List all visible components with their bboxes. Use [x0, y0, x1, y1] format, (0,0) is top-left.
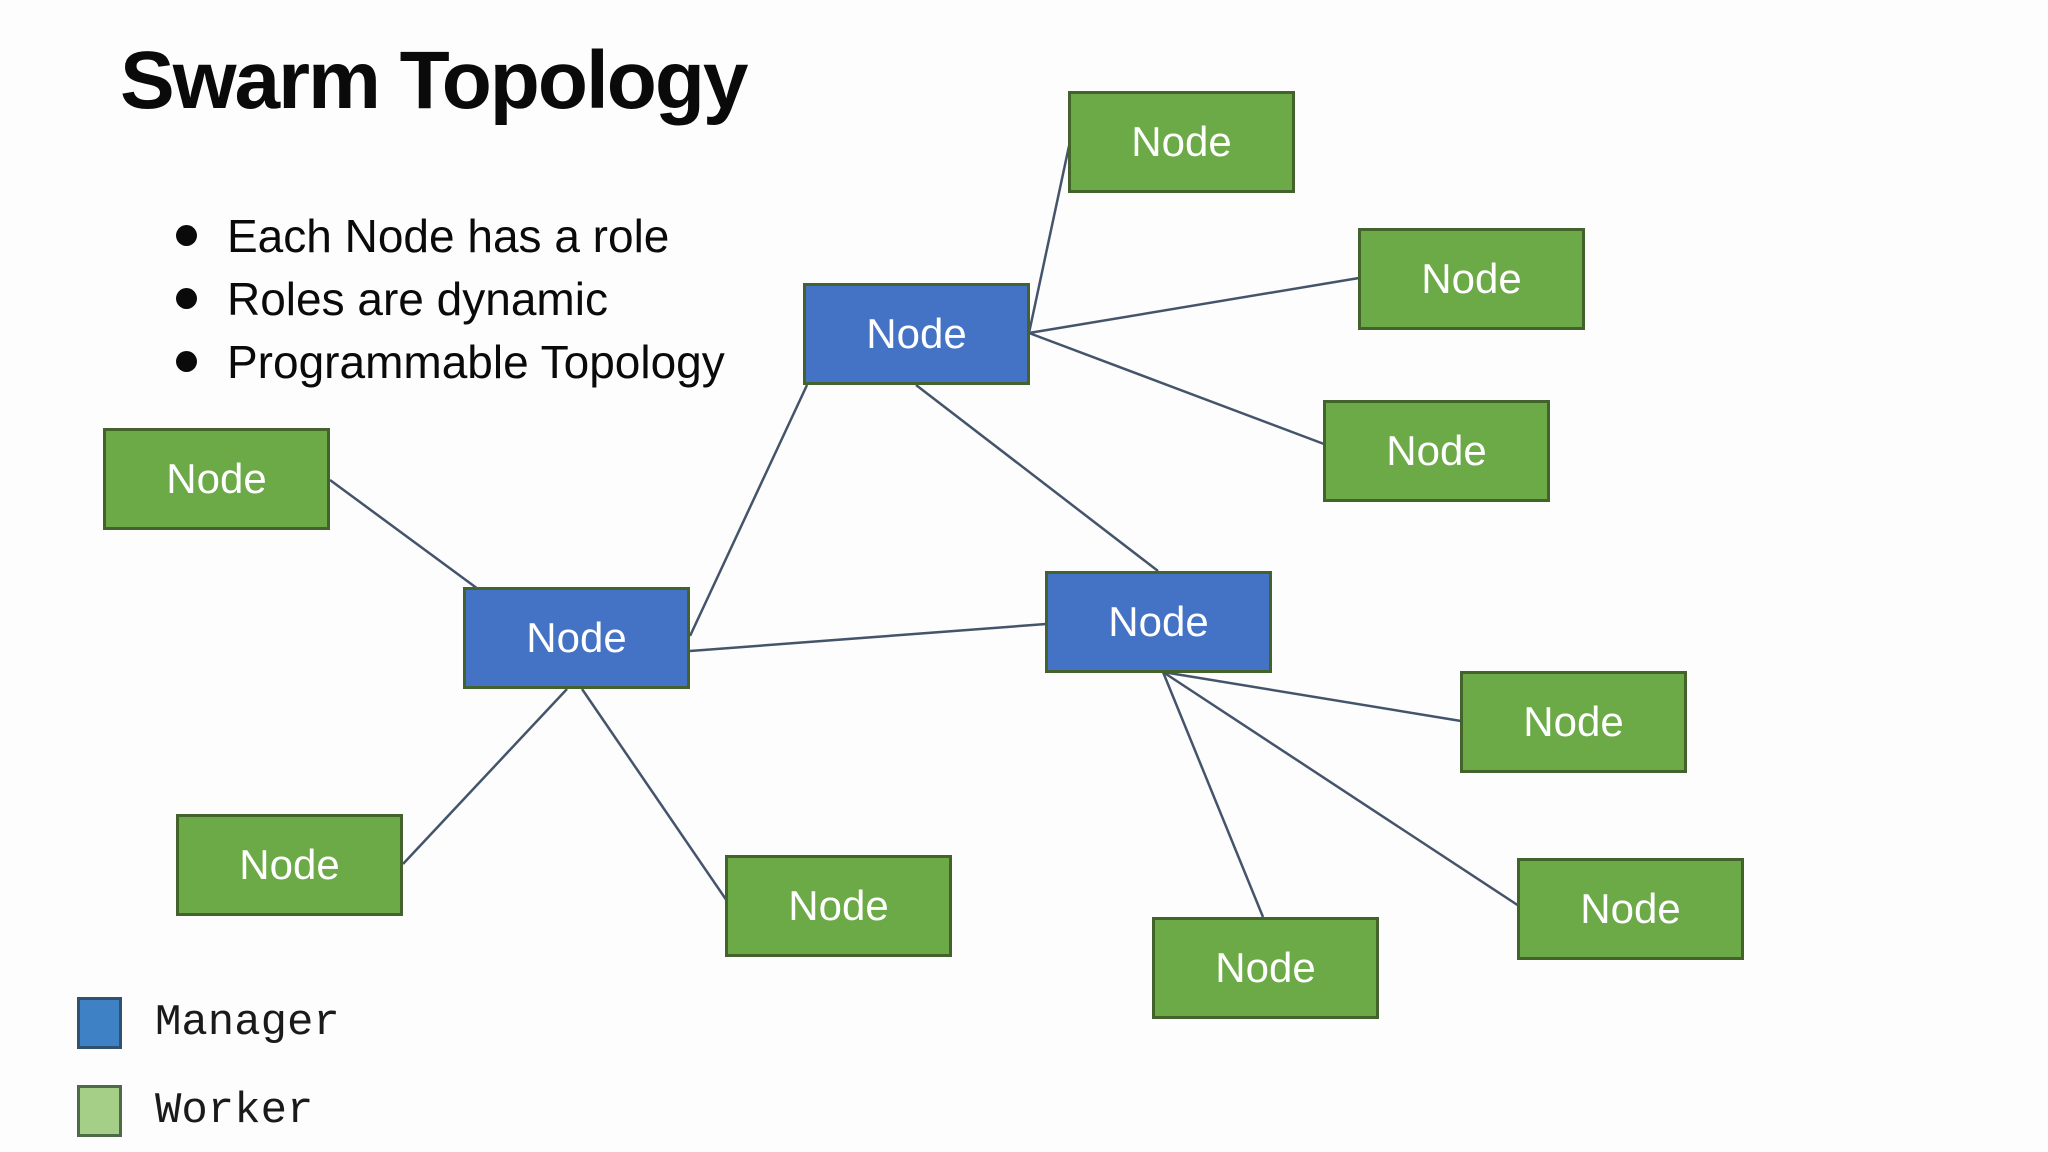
bullet-dot-icon — [176, 288, 197, 309]
page-title: Swarm Topology — [120, 35, 749, 126]
bullet-text: Roles are dynamic — [227, 272, 608, 325]
edge-m3-g9 — [1162, 670, 1520, 908]
node-label: Node — [526, 614, 627, 661]
edge-m2-m3 — [689, 622, 1047, 653]
legend-label: Manager — [155, 998, 340, 1048]
node-label: Node — [1131, 118, 1232, 165]
worker-node-g8: Node — [1152, 917, 1379, 1019]
worker-node-g6: Node — [176, 814, 403, 916]
node-label: Node — [788, 882, 889, 929]
node-label: Node — [166, 455, 267, 502]
worker-node-g3: Node — [1323, 400, 1550, 502]
bullet-item: Roles are dynamic — [176, 267, 725, 330]
bullet-text: Each Node has a role — [227, 209, 670, 262]
node-label: Node — [1523, 698, 1624, 745]
edge-g4-m2 — [329, 478, 479, 591]
worker-node-g1: Node — [1068, 91, 1295, 193]
worker-node-g2: Node — [1358, 228, 1585, 330]
worker-color-swatch — [77, 1085, 122, 1137]
bullet-item: Programmable Topology — [176, 330, 725, 393]
node-label: Node — [1386, 427, 1487, 474]
edge-m1-m3 — [915, 384, 1159, 572]
bullet-item: Each Node has a role — [176, 204, 725, 267]
node-label: Node — [1421, 255, 1522, 302]
bullet-dot-icon — [176, 225, 197, 246]
edge-m3-g8 — [1161, 671, 1265, 918]
edge-m1-m2 — [688, 384, 809, 637]
worker-node-g4: Node — [103, 428, 330, 530]
worker-node-g7: Node — [725, 855, 952, 957]
legend-item-worker: Worker — [77, 1085, 313, 1137]
bullet-text: Programmable Topology — [227, 335, 725, 388]
manager-node-m2: Node — [463, 587, 690, 689]
edge-m1-g2 — [1028, 276, 1360, 335]
manager-color-swatch — [77, 997, 122, 1049]
node-label: Node — [239, 841, 340, 888]
edge-m2-g7 — [580, 688, 729, 902]
edge-m3-g5 — [1162, 670, 1462, 723]
node-label: Node — [1108, 598, 1209, 645]
manager-node-m1: Node — [803, 283, 1030, 385]
bullet-dot-icon — [176, 351, 197, 372]
worker-node-g9: Node — [1517, 858, 1744, 960]
edge-m1-g3 — [1028, 331, 1325, 446]
node-label: Node — [866, 310, 967, 357]
edge-m1-g1 — [1027, 145, 1071, 334]
legend-item-manager: Manager — [77, 997, 340, 1049]
worker-node-g5: Node — [1460, 671, 1687, 773]
edge-m2-g6 — [402, 688, 568, 865]
node-label: Node — [1580, 885, 1681, 932]
node-label: Node — [1215, 944, 1316, 991]
bullet-list: Each Node has a role Roles are dynamic P… — [176, 204, 725, 393]
legend-label: Worker — [155, 1086, 314, 1136]
manager-node-m3: Node — [1045, 571, 1272, 673]
